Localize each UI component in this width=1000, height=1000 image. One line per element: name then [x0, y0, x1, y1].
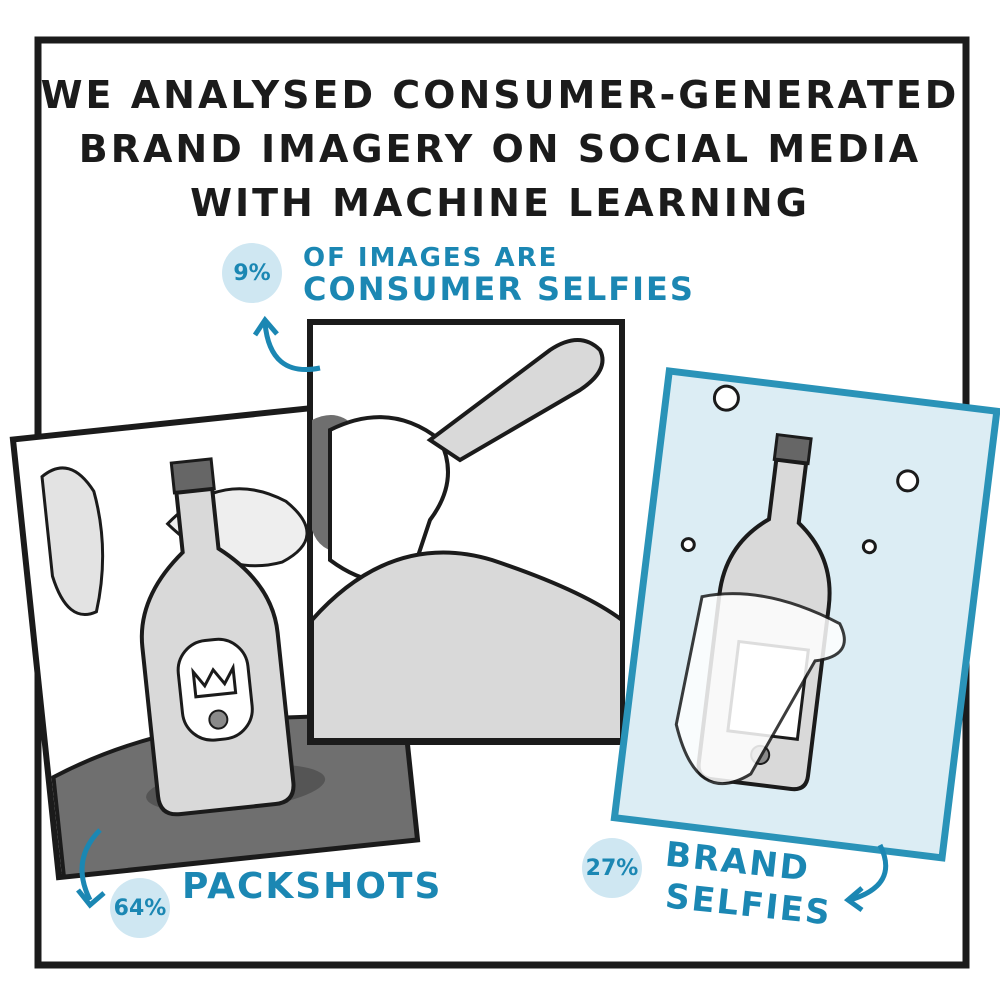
brand-selfie-photo	[610, 367, 1000, 862]
headline-line-1: WE ANALYSED CONSUMER-GENERATED	[40, 73, 960, 117]
consumer-selfies-line-1: OF IMAGES ARE	[303, 243, 559, 273]
headline-line-3: WITH MACHINE LEARNING	[190, 181, 810, 225]
consumer-selfies-line-2: CONSUMER SELFIES	[303, 270, 695, 308]
consumer-selfie-photo	[307, 319, 625, 745]
packshots-label: PACKSHOTS	[182, 866, 443, 907]
bottle-icon	[139, 457, 296, 817]
headline: WE ANALYSED CONSUMER-GENERATED BRAND IMA…	[0, 68, 1000, 230]
arrow-icon	[262, 322, 321, 372]
brand-selfies-percent: 27%	[582, 838, 642, 898]
consumer-selfies-percent: 9%	[222, 243, 282, 303]
packshots-percent: 64%	[110, 878, 170, 938]
arrow-icon	[849, 843, 889, 903]
arrow-icon	[79, 828, 102, 902]
headline-line-2: BRAND IMAGERY ON SOCIAL MEDIA	[78, 127, 922, 171]
